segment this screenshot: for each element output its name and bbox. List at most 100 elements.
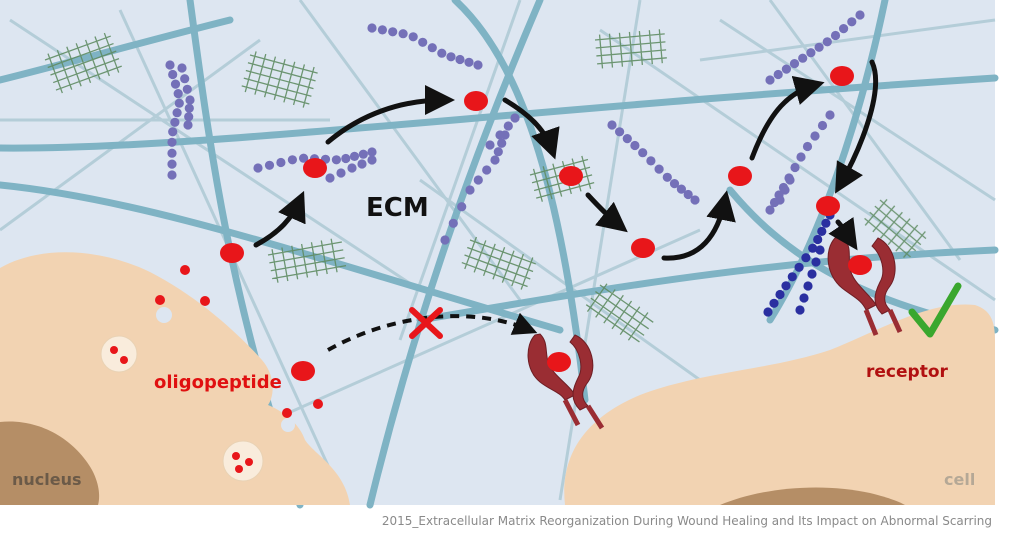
bead	[795, 305, 805, 315]
bead	[174, 98, 184, 108]
bead-chain	[165, 60, 184, 180]
peptide	[631, 238, 655, 258]
arrow	[585, 192, 628, 233]
bead	[830, 30, 841, 41]
bead	[810, 131, 820, 141]
peptide	[816, 196, 840, 216]
bead	[817, 226, 827, 236]
peptide	[291, 361, 315, 381]
bead	[787, 272, 797, 282]
bead	[763, 307, 773, 317]
bead	[825, 110, 835, 120]
peptide	[303, 158, 327, 178]
check-icon	[908, 282, 962, 338]
bead	[495, 130, 505, 140]
arrow	[749, 75, 825, 161]
bead	[638, 148, 648, 158]
vesicle-peptide	[245, 458, 253, 466]
bead	[817, 120, 828, 131]
arrow	[828, 217, 858, 251]
bead	[418, 37, 428, 47]
bead-chain	[795, 245, 825, 315]
bead	[811, 257, 821, 267]
bead	[622, 134, 632, 144]
bead	[299, 153, 309, 163]
bead	[388, 27, 398, 37]
bead	[167, 170, 177, 180]
bead	[457, 202, 467, 212]
bead	[821, 218, 831, 228]
bead	[183, 120, 193, 130]
bead	[367, 155, 377, 165]
bead	[510, 113, 520, 123]
bead	[806, 48, 816, 58]
cell-label: cell	[944, 470, 976, 489]
bead	[367, 147, 377, 157]
pathway-arrows	[253, 59, 879, 261]
bead	[803, 281, 813, 291]
bead	[654, 164, 664, 174]
bead	[839, 24, 849, 34]
bead	[464, 57, 474, 67]
receptor-label: receptor	[866, 362, 948, 382]
arrow	[835, 59, 879, 194]
peptide-bound	[848, 255, 872, 275]
bead	[801, 253, 811, 263]
vesicles	[100, 335, 264, 482]
vesicle	[222, 440, 264, 482]
bead	[808, 243, 818, 253]
right-cell-nucleus	[720, 487, 905, 505]
bead	[167, 159, 177, 169]
bead	[446, 52, 456, 62]
bead	[497, 138, 507, 148]
bead	[184, 112, 194, 122]
bead	[769, 298, 779, 308]
peptide	[559, 166, 583, 186]
peptide	[830, 66, 854, 86]
ecm-label: ECM	[366, 193, 429, 223]
bead	[367, 23, 377, 33]
bead	[331, 155, 341, 165]
bead	[815, 245, 825, 255]
nucleus	[0, 421, 100, 505]
citation: 2015_Extracellular Matrix Reorganization…	[381, 514, 992, 528]
bead	[173, 89, 183, 99]
bead-chain	[775, 175, 795, 205]
bead	[669, 179, 680, 189]
arrow	[661, 190, 736, 261]
nucleus-label: nucleus	[12, 470, 82, 489]
bead	[168, 69, 178, 80]
bead	[167, 148, 177, 158]
bead	[630, 140, 640, 151]
bead	[357, 159, 367, 169]
bead	[765, 205, 775, 215]
vesicle	[100, 335, 138, 373]
peptide	[728, 166, 752, 186]
bead	[781, 281, 791, 291]
bead	[165, 60, 175, 70]
bead-chains	[165, 10, 865, 317]
bead	[690, 195, 700, 205]
bead	[347, 163, 357, 173]
bead	[349, 151, 360, 161]
bead	[440, 235, 450, 245]
bead	[822, 37, 832, 47]
bead	[683, 189, 693, 200]
bead	[170, 117, 180, 127]
arrow	[325, 85, 455, 145]
receptor-right	[827, 237, 903, 336]
bead	[184, 103, 194, 113]
bead	[427, 43, 437, 53]
bead-chain	[763, 210, 835, 317]
arrow	[502, 97, 560, 160]
bead	[799, 293, 809, 303]
peptide-bound	[547, 352, 571, 372]
bead	[807, 269, 817, 279]
bead	[398, 29, 408, 39]
cell-notch	[281, 418, 295, 432]
peptide	[464, 91, 488, 111]
bead	[408, 32, 418, 42]
bead-chain	[485, 113, 520, 150]
